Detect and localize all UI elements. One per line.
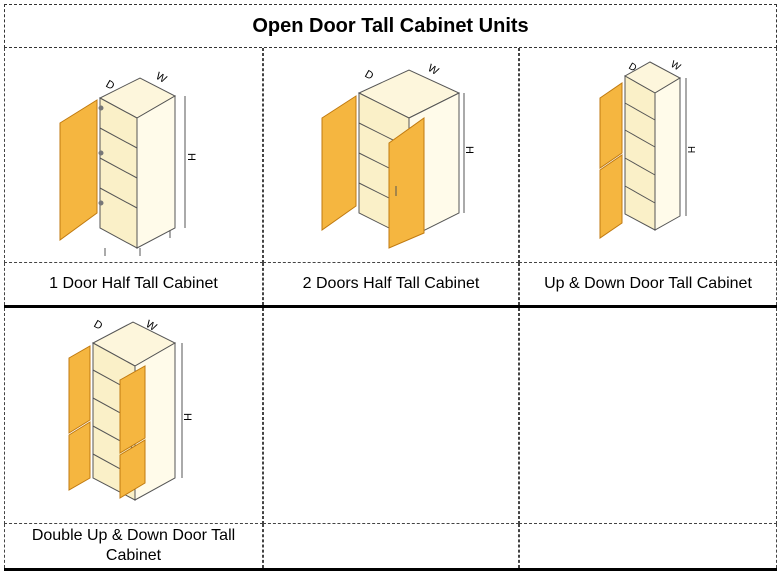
row-divider xyxy=(4,305,777,308)
cell-5-image xyxy=(263,308,519,524)
svg-text:W: W xyxy=(154,70,170,86)
cell-3-image: D W H xyxy=(519,48,777,263)
one-door-half-tall-cabinet-icon: D W H xyxy=(59,70,197,256)
svg-text:W: W xyxy=(426,62,442,78)
cell-3-label: Up & Down Door Tall Cabinet xyxy=(519,263,777,305)
svg-text:H: H xyxy=(685,146,696,153)
svg-text:D: D xyxy=(92,318,105,332)
up-down-door-tall-cabinet-icon: D W H xyxy=(599,59,696,239)
cell-4-image: D W H xyxy=(4,308,263,524)
two-doors-half-tall-cabinet-icon: D W H xyxy=(321,62,475,249)
cell-5-label xyxy=(263,524,519,568)
cell-2-image: D W H xyxy=(263,48,519,263)
svg-text:H: H xyxy=(181,413,193,421)
sheet-title: Open Door Tall Cabinet Units xyxy=(4,4,777,48)
cabinet-sheet: Open Door Tall Cabinet Units D W H xyxy=(4,4,777,571)
cell-1-label: 1 Door Half Tall Cabinet xyxy=(4,263,263,305)
double-up-down-door-tall-cabinet-icon: D W H xyxy=(68,318,193,501)
cell-1-image: D W H xyxy=(4,48,263,263)
cell-2-label: 2 Doors Half Tall Cabinet xyxy=(263,263,519,305)
cell-6-image xyxy=(519,308,777,524)
svg-text:D: D xyxy=(363,68,376,82)
bottom-border xyxy=(4,568,777,571)
cell-6-label xyxy=(519,524,777,568)
svg-text:H: H xyxy=(463,146,475,154)
cell-4-label: Double Up & Down Door Tall Cabinet xyxy=(4,524,263,568)
svg-text:W: W xyxy=(669,59,683,74)
svg-text:D: D xyxy=(627,61,639,74)
svg-text:H: H xyxy=(185,153,197,161)
